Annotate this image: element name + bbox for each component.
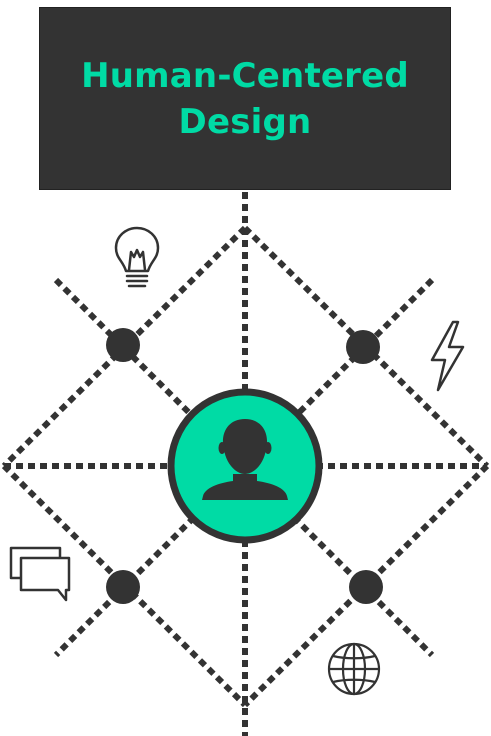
junction-node-top-right [346,330,380,364]
junction-node-top-left [106,328,140,362]
person-icon [202,419,288,500]
chat-bubbles-icon [9,546,71,602]
junction-node-bottom-left [106,570,140,604]
title-line-2: Design [178,101,312,142]
title-box: Human-Centered Design [39,7,451,190]
center-node [167,388,323,544]
lightning-bolt-icon [430,320,465,392]
junction-node-bottom-right [349,570,383,604]
globe-icon [327,642,381,696]
lightbulb-icon [114,226,160,288]
title-line-1: Human-Centered [81,55,409,96]
